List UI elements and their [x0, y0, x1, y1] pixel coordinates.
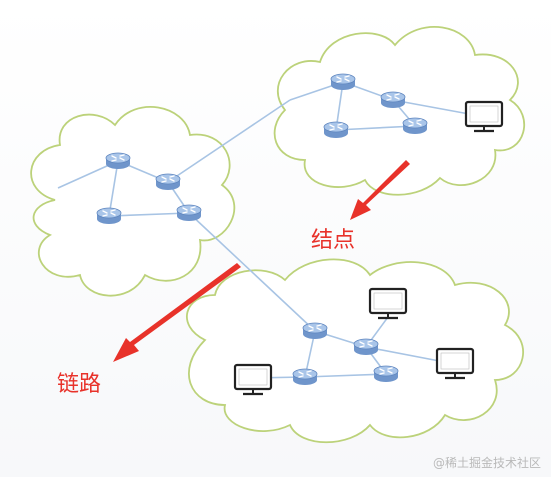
router-icon [302, 322, 328, 340]
link-line [304, 373, 387, 378]
computer-icon [464, 100, 504, 133]
link-line [188, 212, 316, 332]
link-line [108, 160, 119, 217]
router-icon [292, 368, 318, 386]
router-icon [373, 365, 399, 383]
router-icon [402, 117, 428, 135]
link-line [108, 212, 190, 217]
computer-icon [233, 363, 273, 396]
node-label: 结点 [311, 228, 356, 253]
computer-icon [368, 287, 408, 320]
link-label: 链路 [57, 372, 102, 397]
router-icon [380, 91, 406, 109]
router-icon [105, 152, 131, 170]
red-arrow-icon [350, 160, 410, 220]
computer-icon [435, 347, 475, 380]
router-icon [96, 207, 122, 225]
link-line [167, 99, 291, 183]
router-icon [155, 173, 181, 191]
router-icon [353, 338, 379, 356]
router-icon [330, 73, 356, 91]
router-icon [323, 121, 349, 139]
router-icon [176, 204, 202, 222]
red-arrow-icon [113, 263, 241, 362]
watermark: @稀土掘金技术社区 [432, 456, 541, 470]
link-line [335, 125, 416, 131]
cloud-top-right [273, 26, 526, 196]
cloud-left [30, 106, 236, 297]
